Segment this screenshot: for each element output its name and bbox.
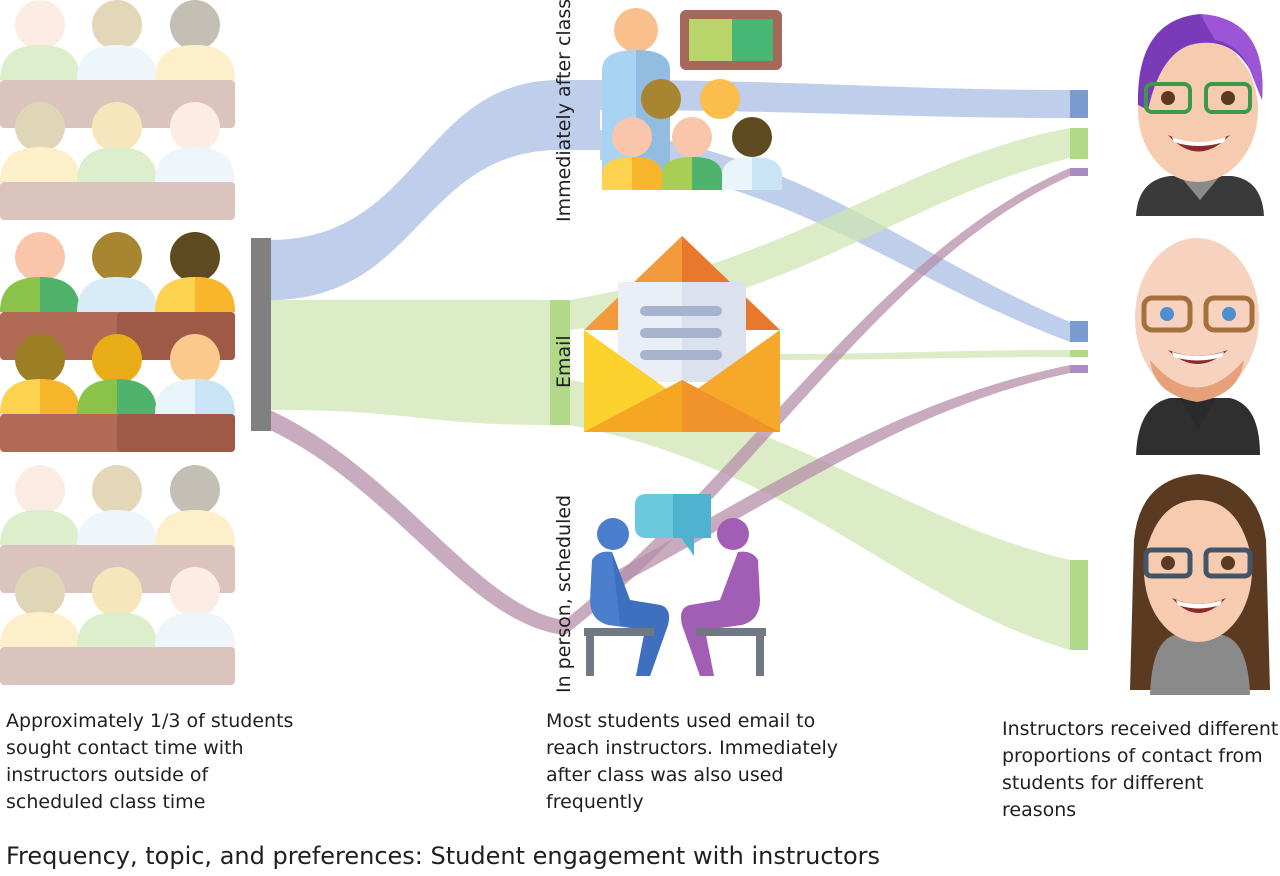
label-after-class: Immediately after class: [553, 0, 575, 222]
purple-hair-woman-avatar: [1136, 14, 1264, 216]
flow-students-in-person: [270, 410, 565, 635]
node-instructor-1-in-person: [1070, 168, 1088, 176]
node-email: [550, 300, 570, 425]
flow-students-after-class: [270, 80, 600, 300]
long-hair-woman-avatar: [1130, 474, 1270, 695]
node-instructor-2-email: [1070, 350, 1088, 357]
meeting-conversation-icon: [584, 494, 766, 676]
faded-students-bottom: [0, 465, 235, 685]
caption-channels: Most students used email to reach instru…: [546, 710, 839, 813]
node-instructor-2-after-class: [1070, 321, 1088, 342]
caption-instructors: Instructors received different proportio…: [1002, 718, 1279, 821]
flow-email-instructor-2: [760, 350, 1070, 360]
caption-students: Approximately 1/3 of students sought con…: [6, 710, 294, 813]
classroom-students-icon: [0, 0, 235, 685]
active-students: [0, 232, 235, 452]
node-instructor-1-after-class: [1070, 90, 1088, 118]
label-email: Email: [553, 335, 575, 388]
node-instructor-1-email: [1070, 128, 1088, 159]
node-instructor-3-email: [1070, 560, 1088, 650]
open-envelope-icon: [584, 236, 780, 432]
page-title: Frequency, topic, and preferences: Stude…: [6, 842, 881, 870]
node-students: [251, 238, 271, 431]
node-instructor-2-in-person: [1070, 365, 1088, 373]
teacher-at-board-icon: [602, 8, 782, 190]
bald-man-avatar: [1135, 238, 1260, 455]
label-in-person: In person, scheduled: [553, 495, 575, 693]
flow-email-instructor-3: [570, 380, 1070, 650]
flow-students-email: [270, 300, 570, 425]
faded-students-top: [0, 0, 235, 220]
